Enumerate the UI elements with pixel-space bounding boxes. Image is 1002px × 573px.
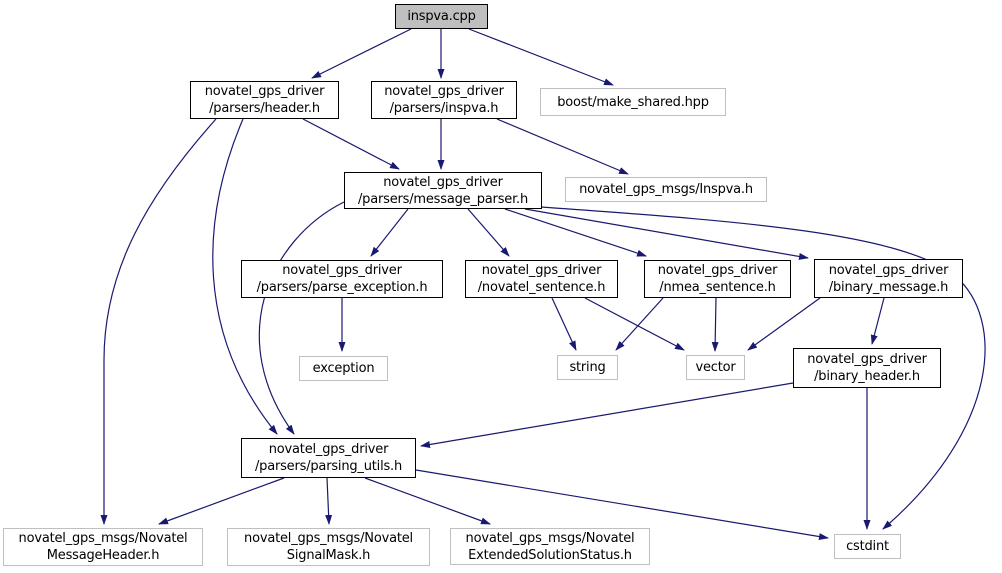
node-nmea-sentence-h[interactable]: novatel_gps_driver /nmea_sentence.h	[644, 260, 791, 298]
edge-nmea_sentence-string	[615, 297, 664, 351]
node-novatel-sentence-h[interactable]: novatel_gps_driver /novatel_sentence.h	[465, 260, 618, 298]
node-binary-header-h[interactable]: novatel_gps_driver /binary_header.h	[793, 348, 941, 388]
edge-header_h-message_parser	[302, 118, 400, 170]
edge-header_h-parsing_utils	[212, 118, 278, 435]
edge-novatel_sentence-string	[551, 297, 577, 351]
edge-binary_message-binary_header	[870, 297, 885, 345]
node-string: string	[557, 355, 618, 380]
edge-inspva_cpp-make_shared	[468, 28, 614, 86]
edge-message_parser-binary_message	[524, 208, 809, 260]
node-cstdint: cstdint	[834, 534, 901, 559]
node-exception: exception	[299, 356, 388, 381]
edge-inspva_cpp-header_h	[311, 28, 412, 79]
node-parsers-inspva-h[interactable]: novatel_gps_driver /parsers/inspva.h	[371, 81, 517, 119]
edge-parsing_utils-novatel_signal_mask	[325, 477, 333, 525]
edge-parsing_utils-novatel_message_header	[158, 477, 285, 525]
edge-binary_header-parsing_utils	[420, 382, 794, 448]
node-vector: vector	[686, 355, 745, 380]
node-boost-make-shared-hpp: boost/make_shared.hpp	[540, 88, 726, 116]
edge-header_h-novatel_message_header	[100, 118, 217, 525]
node-novatel-extended-solution-status-h: novatel_gps_msgs/Novatel ExtendedSolutio…	[450, 528, 650, 565]
edge-inspva_h-inspva_msg	[496, 118, 629, 175]
node-parsers-parse-exception-h[interactable]: novatel_gps_driver /parsers/parse_except…	[241, 260, 443, 298]
node-parsers-header-h[interactable]: novatel_gps_driver /parsers/header.h	[190, 81, 339, 119]
node-novatel-message-header-h: novatel_gps_msgs/Novatel MessageHeader.h	[3, 528, 203, 566]
node-parsers-message-parser-h[interactable]: novatel_gps_driver /parsers/message_pars…	[344, 172, 542, 209]
edge-message_parser-parsing_utils	[258, 201, 345, 435]
node-binary-message-h[interactable]: novatel_gps_driver /binary_message.h	[814, 259, 963, 298]
node-novatel-gps-msgs-inspva-h: novatel_gps_msgs/Inspva.h	[565, 177, 767, 202]
edge-novatel_sentence-vector	[584, 297, 685, 351]
edge-binary_message-vector	[747, 297, 821, 351]
edge-message_parser-nmea_sentence	[504, 208, 647, 257]
edge-nmea_sentence-vector	[711, 297, 719, 352]
node-novatel-signal-mask-h: novatel_gps_msgs/Novatel SignalMask.h	[227, 528, 430, 566]
edge-parsing_utils-cstdint	[415, 469, 829, 540]
node-parsers-parsing-utils-h[interactable]: novatel_gps_driver /parsers/parsing_util…	[241, 438, 416, 478]
edge-message_parser-novatel_sentence	[467, 208, 510, 257]
edge-parsing_utils-novatel_ext_status	[364, 477, 491, 525]
edge-message_parser-parse_exception	[370, 208, 409, 257]
node-inspva-cpp: inspva.cpp	[395, 4, 488, 29]
